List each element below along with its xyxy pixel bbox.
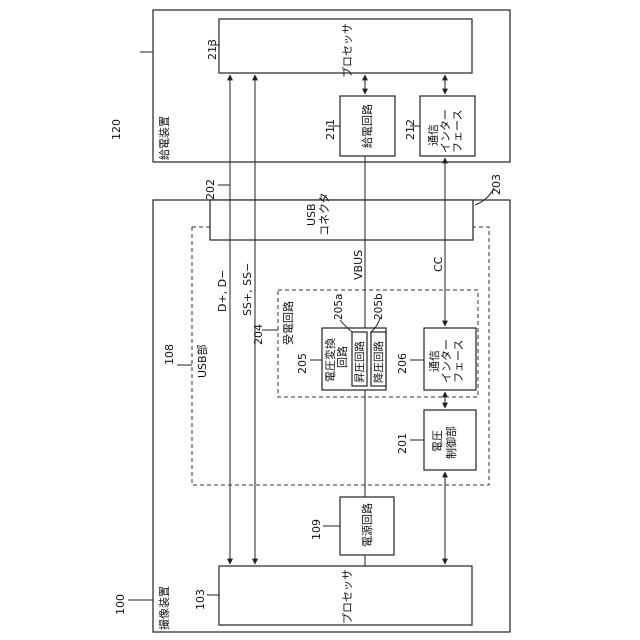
voltage-conv-text-1: 電圧変換 bbox=[323, 338, 337, 382]
voltage-conv-text-2: 回路 bbox=[336, 346, 349, 368]
voltage-ctrl-text-2: 制御部 bbox=[444, 426, 458, 459]
label-213: 213 bbox=[206, 39, 219, 60]
usb-connector-text-2: コネクタ bbox=[318, 192, 331, 236]
cc-label: CC bbox=[432, 256, 445, 272]
label-204: 204 bbox=[252, 324, 265, 345]
step-down-text: 降圧回路 bbox=[372, 341, 385, 383]
label-100: 100 bbox=[114, 594, 127, 615]
comm-if-top-text-3: フェース bbox=[451, 110, 464, 153]
title-power-receiving: 受電回路 bbox=[282, 301, 295, 345]
label-203: 203 bbox=[490, 174, 503, 195]
label-205b: 205b bbox=[373, 293, 385, 320]
processor-top-text: プロセッサ bbox=[341, 23, 354, 78]
comm-if-mid-text-3: フェース bbox=[452, 340, 465, 383]
voltage-ctrl-text-1: 電圧 bbox=[431, 430, 444, 452]
label-211: 211 bbox=[324, 119, 337, 140]
label-201: 201 bbox=[396, 433, 409, 454]
label-205: 205 bbox=[296, 353, 309, 374]
label-206: 206 bbox=[396, 353, 409, 374]
label-103: 103 bbox=[194, 589, 207, 610]
power-feed-circuit-text: 給電回路 bbox=[360, 104, 374, 148]
processor-bottom-text: プロセッサ bbox=[341, 569, 354, 624]
title-power-supply-device: 給電装置 bbox=[157, 116, 171, 160]
label-205a: 205a bbox=[333, 294, 345, 320]
title-imaging-device: 撮像装置 bbox=[157, 586, 171, 630]
power-circuit-text: 電源回路 bbox=[360, 503, 374, 547]
title-usb-section: USB部 bbox=[195, 344, 209, 378]
usb-connector-text-1: USB bbox=[305, 203, 318, 226]
usb-connector-box bbox=[210, 200, 473, 240]
label-202: 202 bbox=[204, 179, 217, 200]
step-up-text: 昇圧回路 bbox=[353, 341, 366, 383]
label-109: 109 bbox=[310, 519, 323, 540]
ssplus-ssminus-label: SS+, SS− bbox=[241, 263, 254, 316]
label-120: 120 bbox=[110, 119, 123, 140]
vbus-label: VBUS bbox=[352, 250, 365, 280]
label-108: 108 bbox=[163, 344, 176, 365]
label-212: 212 bbox=[404, 119, 417, 140]
dplus-dminus-label: D+, D− bbox=[216, 270, 229, 312]
